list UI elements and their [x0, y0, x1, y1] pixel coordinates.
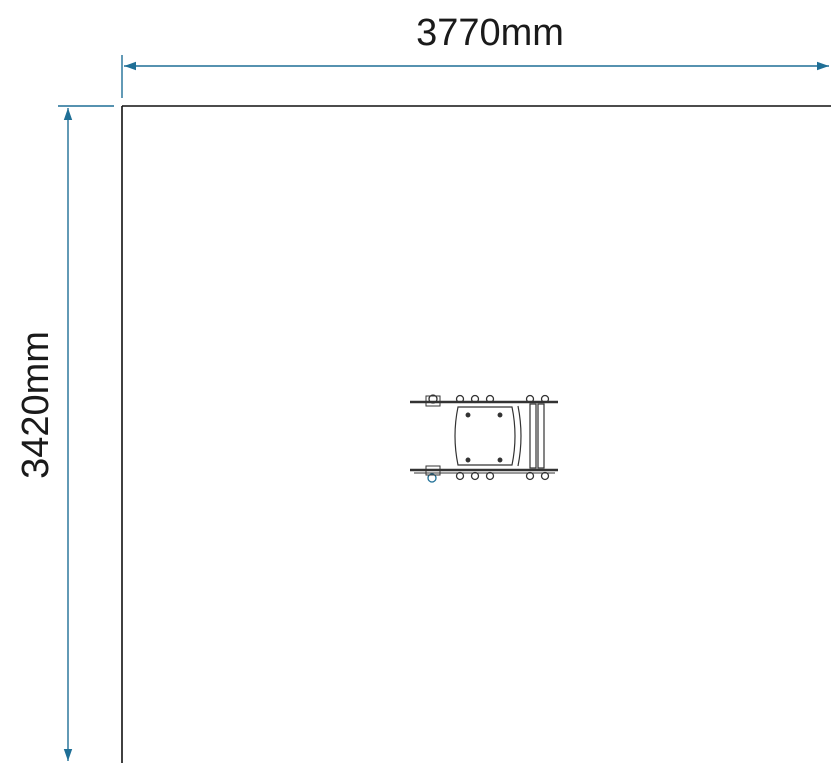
width-dimension: 3770mm — [121, 12, 829, 98]
area-boundary — [121, 105, 831, 763]
height-dimension: 3420mm — [15, 105, 114, 761]
width-label: 3770mm — [416, 12, 564, 54]
playground-equipment-plan-icon — [410, 394, 558, 483]
height-label: 3420mm — [15, 331, 57, 479]
